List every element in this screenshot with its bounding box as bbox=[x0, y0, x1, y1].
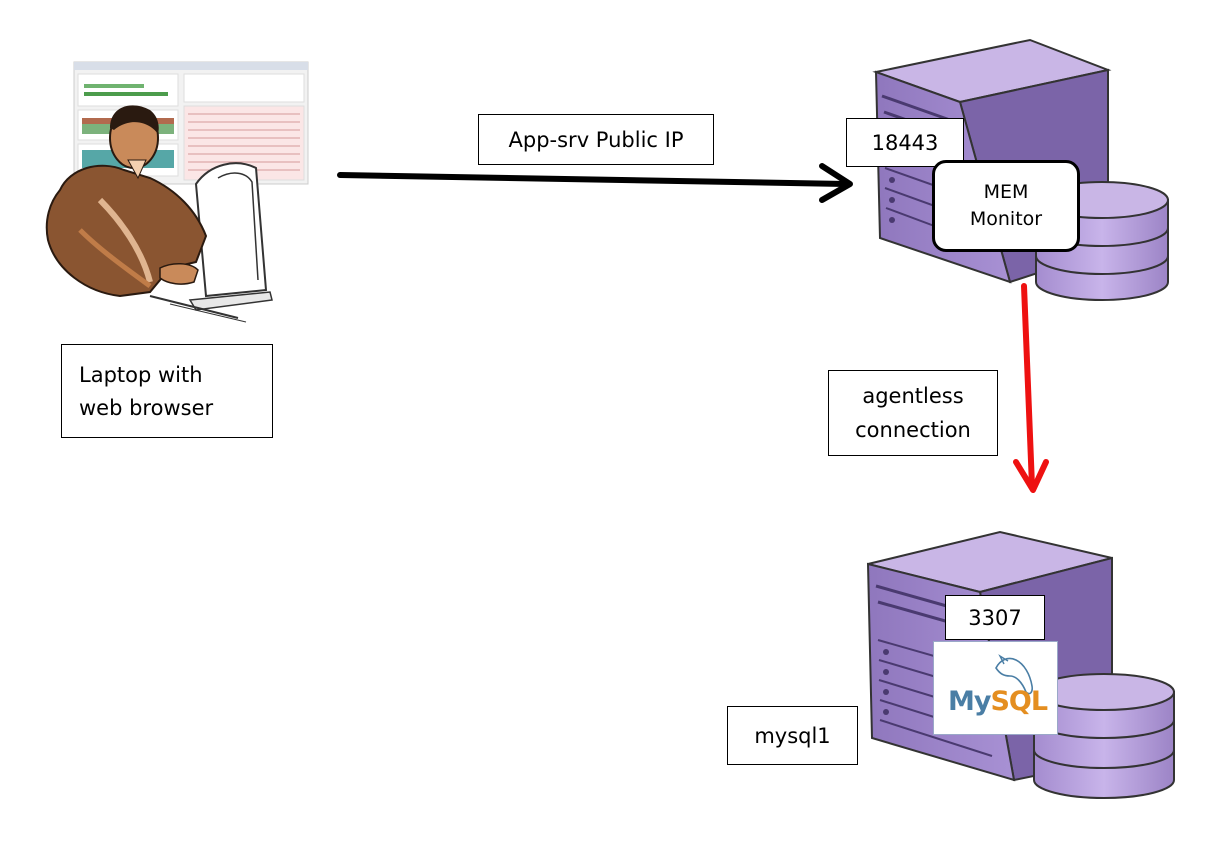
app-srv-arrow bbox=[337, 163, 853, 203]
mysql-dolphin-icon bbox=[995, 654, 1033, 695]
mysql-host-text: mysql1 bbox=[754, 723, 831, 748]
agentless-label: agentless connection bbox=[828, 370, 998, 456]
mem-port-label: 18443 bbox=[846, 118, 964, 167]
agentless-line1: agentless bbox=[862, 384, 964, 408]
mem-monitor-line1: MEM bbox=[983, 181, 1029, 203]
laptop-label: Laptop with web browser bbox=[61, 344, 273, 438]
agentless-line2: connection bbox=[855, 418, 971, 442]
mysql-host-label: mysql1 bbox=[727, 706, 858, 765]
mysql-logo-text: MySQL bbox=[948, 686, 1048, 717]
agentless-arrow bbox=[1013, 283, 1049, 493]
app-srv-text: App-srv Public IP bbox=[508, 127, 684, 152]
mysql-port-text: 3307 bbox=[968, 605, 1022, 630]
mysql-database-icon bbox=[1033, 673, 1175, 799]
mysql-port-label: 3307 bbox=[945, 595, 1045, 640]
mem-monitor-line2: Monitor bbox=[969, 208, 1043, 230]
mysql-logo: MySQL bbox=[933, 641, 1058, 735]
mem-port-text: 18443 bbox=[871, 130, 939, 155]
laptop-line1: Laptop with bbox=[79, 363, 203, 387]
mem-monitor-label: MEM Monitor bbox=[932, 160, 1080, 252]
person-at-computer-icon bbox=[45, 61, 309, 323]
mysql-logo-sql: SQL bbox=[990, 686, 1048, 717]
mysql-logo-my: My bbox=[948, 686, 991, 717]
app-srv-label: App-srv Public IP bbox=[478, 114, 714, 165]
laptop-line2: web browser bbox=[79, 396, 214, 420]
